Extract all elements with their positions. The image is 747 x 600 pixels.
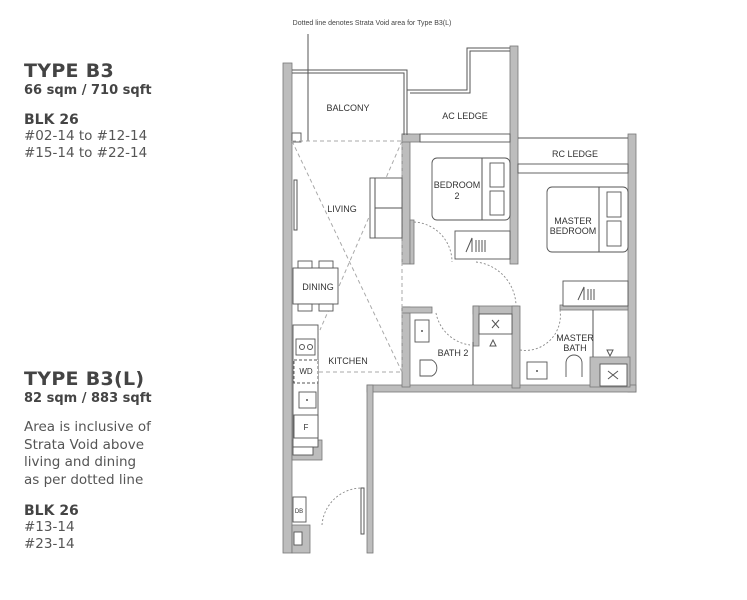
label-washer-dryer: WD [299,367,313,376]
left-wall [282,62,293,554]
shower-drain-icon [491,319,500,329]
dining-chair [318,303,334,312]
ac-ledge-outline [407,47,510,91]
fridge [293,414,319,439]
label-master-bath: BATH [563,343,586,353]
rc-ledge-window [517,163,629,174]
label-balcony: BALCONY [326,103,369,113]
label-db: DB [295,509,303,515]
hob-burner [307,344,313,350]
label-master-bath: MASTER [556,333,594,343]
balcony-outline [292,69,408,135]
right-wall [627,133,637,393]
sink-drain [306,399,308,401]
strata-void-annotation: Dotted line denotes Strata Void area for… [293,20,452,27]
bedroom2-left-wall [401,133,411,265]
type-b3l-note: Strata Void above [24,436,144,453]
wall-stub [401,133,421,143]
type-b3-info: TYPE B3 66 sqm / 710 sqft BLK 26 #02-14 … [24,60,152,162]
label-bath2: BATH 2 [438,348,469,358]
type-b3l-note: living and dining [24,454,137,470]
shower-side-wall [472,305,480,347]
bedroom2-window [419,133,511,143]
basin-drain [536,370,538,372]
shower-head-icon [606,349,614,358]
distribution-board [292,496,307,523]
hall-door-swing[interactable] [475,261,517,306]
type-b3l-area: 82 sqm / 883 sqft [24,391,152,406]
bedroom2-door-frame [409,219,415,265]
bath-divider-wall [511,305,521,389]
type-b3-area: 66 sqm / 710 sqft [24,83,152,98]
master-bath-toilet [565,354,583,377]
wardrobe-hangers [577,286,595,301]
main-door-swing[interactable] [321,487,363,526]
strata-void-outline [292,140,403,373]
master-wardrobe [562,280,629,307]
hob-icon [295,338,316,356]
type-b3l-title: TYPE B3(L) [24,368,145,390]
central-wall [509,45,519,265]
label-rc-ledge: RC LEDGE [552,149,598,159]
label-fridge: F [304,423,309,432]
balcony-outline-inner [292,72,405,135]
type-b3l-info: TYPE B3(L) 82 sqm / 883 sqft Area is inc… [24,368,152,553]
type-b3l-unit: #23-14 [24,536,75,552]
label-master-bedroom: BEDROOM [550,226,597,236]
sliding-door [293,179,298,231]
balcony-drain [291,132,302,143]
washer-dryer [293,359,319,384]
master-bath-door-swing[interactable] [519,309,561,351]
label-bedroom2: 2 [454,191,459,201]
type-b3l-unit: #13-14 [24,519,75,535]
label-kitchen: KITCHEN [328,356,368,366]
type-b3-unit: #15-14 to #22-14 [24,145,148,161]
basin-drain [421,330,423,332]
ac-ledge-outline-inner [410,50,510,94]
bath2-toilet [419,359,438,377]
shower-head-icon [489,338,497,347]
pillow [606,191,622,218]
bedroom2-door-swing[interactable] [413,221,453,263]
dining-chair [318,260,334,269]
type-b3-block: BLK 26 [24,112,79,128]
main-door[interactable] [360,487,365,535]
label-dining: DINING [302,282,334,292]
bath2-top-wall [401,306,433,314]
hob-burner [299,344,305,350]
pillow [489,190,505,216]
label-bedroom2: BEDROOM [434,180,481,190]
dining-chair [297,260,313,269]
kitchen-vent [292,446,314,456]
shower-wall [472,305,519,315]
shower-drain-icon [607,370,619,380]
type-b3-unit: #02-14 to #12-14 [24,128,148,144]
label-master-bedroom: MASTER [554,216,592,226]
type-b3l-note: as per dotted line [24,471,144,488]
main-door-shaft [293,531,303,546]
type-b3l-note: Area is inclusive of [24,419,151,435]
pillow [606,220,622,247]
bath2-door-swing[interactable] [435,312,471,346]
label-living: LIVING [327,204,357,214]
bath2-left-wall [401,306,411,388]
type-b3-title: TYPE B3 [24,60,115,82]
strata-void-diagonal [291,140,403,373]
wardrobe-hangers [465,237,486,253]
dining-chair [297,303,313,312]
type-b3l-block: BLK 26 [24,503,79,519]
l-outer-wall [366,384,374,554]
pillow [489,162,505,188]
dining-table [292,267,339,305]
label-ac-ledge: AC LEDGE [442,111,488,121]
